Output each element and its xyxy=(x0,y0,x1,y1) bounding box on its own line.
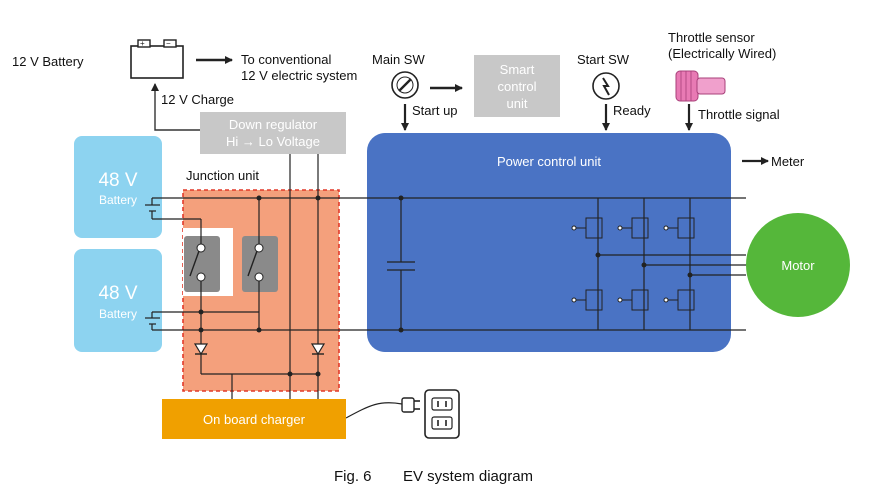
igbt-2 xyxy=(617,217,649,239)
smart-control-box xyxy=(474,55,560,117)
battery48-a-voltage: 48 V xyxy=(98,170,137,191)
wiring xyxy=(145,154,746,419)
relay-2 xyxy=(242,236,278,292)
throttle-sensor-icon xyxy=(675,70,726,102)
down-regulator-line1: Down regulator xyxy=(229,117,318,132)
battery12-icon: + − xyxy=(130,39,184,79)
meter-label: Meter xyxy=(771,154,805,169)
relay-1 xyxy=(184,236,220,292)
svg-text:−: − xyxy=(166,39,171,48)
outlet-icon xyxy=(424,389,460,439)
charge12-label: 12 V Charge xyxy=(161,92,234,107)
charger-label: On board charger xyxy=(203,412,306,427)
igbt-6 xyxy=(663,289,695,311)
battery48-a-label: Battery xyxy=(99,193,137,207)
battery12-label: 12 V Battery xyxy=(12,54,84,69)
battery48-b-label: Battery xyxy=(99,307,137,321)
ready-label: Ready xyxy=(613,103,651,118)
power-control-label: Power control unit xyxy=(497,154,601,169)
wiring-dots xyxy=(198,195,693,377)
smart-control-line1: Smart xyxy=(500,62,535,77)
charger-box xyxy=(162,399,346,439)
diode-1 xyxy=(193,343,209,356)
down-regulator-box xyxy=(200,112,346,154)
battery48-a-box xyxy=(74,136,162,238)
igbt-3 xyxy=(663,217,695,239)
battery48-b-voltage: 48 V xyxy=(98,283,137,304)
throttle-line1: Throttle sensor xyxy=(668,30,755,45)
motor-label: Motor xyxy=(781,258,815,273)
smart-control-line2: control xyxy=(497,79,536,94)
igbt-5 xyxy=(617,289,649,311)
junction-label: Junction unit xyxy=(186,168,259,183)
svg-text:+: + xyxy=(140,39,145,48)
main-sw-icon xyxy=(391,71,419,99)
power-control-unit xyxy=(367,133,731,352)
to-conventional-line1: To conventional xyxy=(241,52,331,67)
motor-circle xyxy=(746,213,850,317)
igbt-4 xyxy=(571,289,603,311)
smart-control-line3: unit xyxy=(507,96,528,111)
to-conventional-line2: 12 V electric system xyxy=(241,68,357,83)
down-regulator-line2: Hi → Lo Voltage xyxy=(226,134,320,149)
battery48-b-box xyxy=(74,249,162,352)
inverter-switches xyxy=(571,217,695,311)
charge12-line xyxy=(151,83,200,131)
caption-fig: Fig. 6 xyxy=(334,468,372,485)
igbt-1 xyxy=(571,217,603,239)
start-sw-icon xyxy=(592,72,620,100)
diode-2 xyxy=(310,343,326,356)
throttle-line2: (Electrically Wired) xyxy=(668,46,776,61)
start-sw-label: Start SW xyxy=(577,52,630,67)
startup-label: Start up xyxy=(412,103,458,118)
throttle-signal-label: Throttle signal xyxy=(698,107,780,122)
plug-icon xyxy=(401,397,420,413)
main-sw-label: Main SW xyxy=(372,52,425,67)
caption-title: EV system diagram xyxy=(403,468,533,485)
